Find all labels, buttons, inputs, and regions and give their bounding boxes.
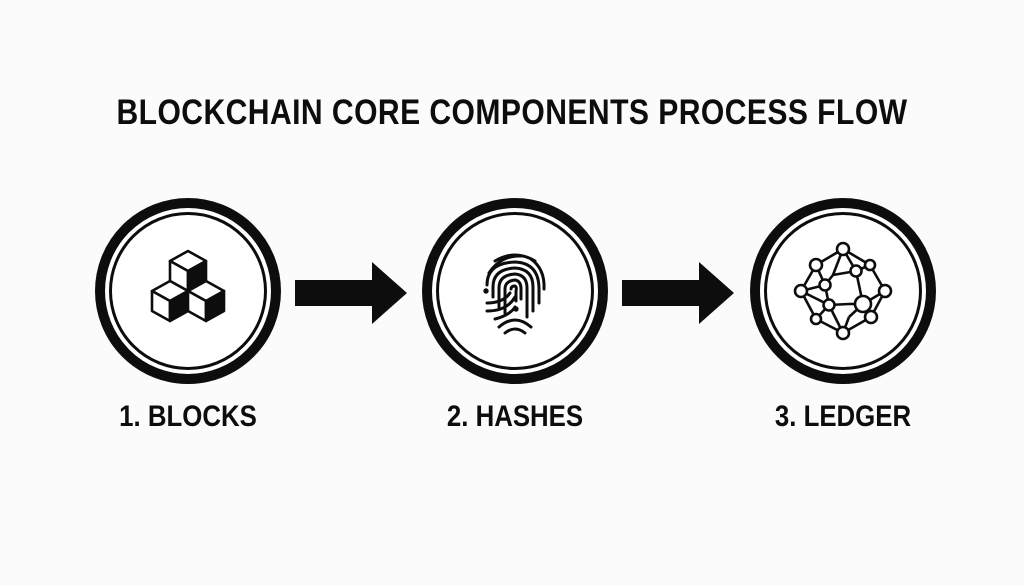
step-label-hashes: 2. HASHES bbox=[446, 400, 584, 433]
step-ledger bbox=[750, 198, 936, 384]
cubes-icon bbox=[150, 249, 226, 323]
step-circle-inner bbox=[436, 212, 594, 370]
arrow-right-icon bbox=[295, 262, 407, 324]
step-circle-inner bbox=[764, 212, 922, 370]
network-icon bbox=[793, 241, 893, 341]
step-hashes bbox=[422, 198, 608, 384]
diagram-title: BLOCKCHAIN CORE COMPONENTS PROCESS FLOW bbox=[116, 93, 908, 132]
step-circle-inner bbox=[109, 212, 267, 370]
step-label-ledger: 3. LEDGER bbox=[774, 400, 912, 433]
step-blocks bbox=[95, 198, 281, 384]
step-label-blocks: 1. BLOCKS bbox=[119, 400, 257, 433]
arrow-right-icon bbox=[622, 262, 734, 324]
fingerprint-icon bbox=[483, 253, 546, 335]
